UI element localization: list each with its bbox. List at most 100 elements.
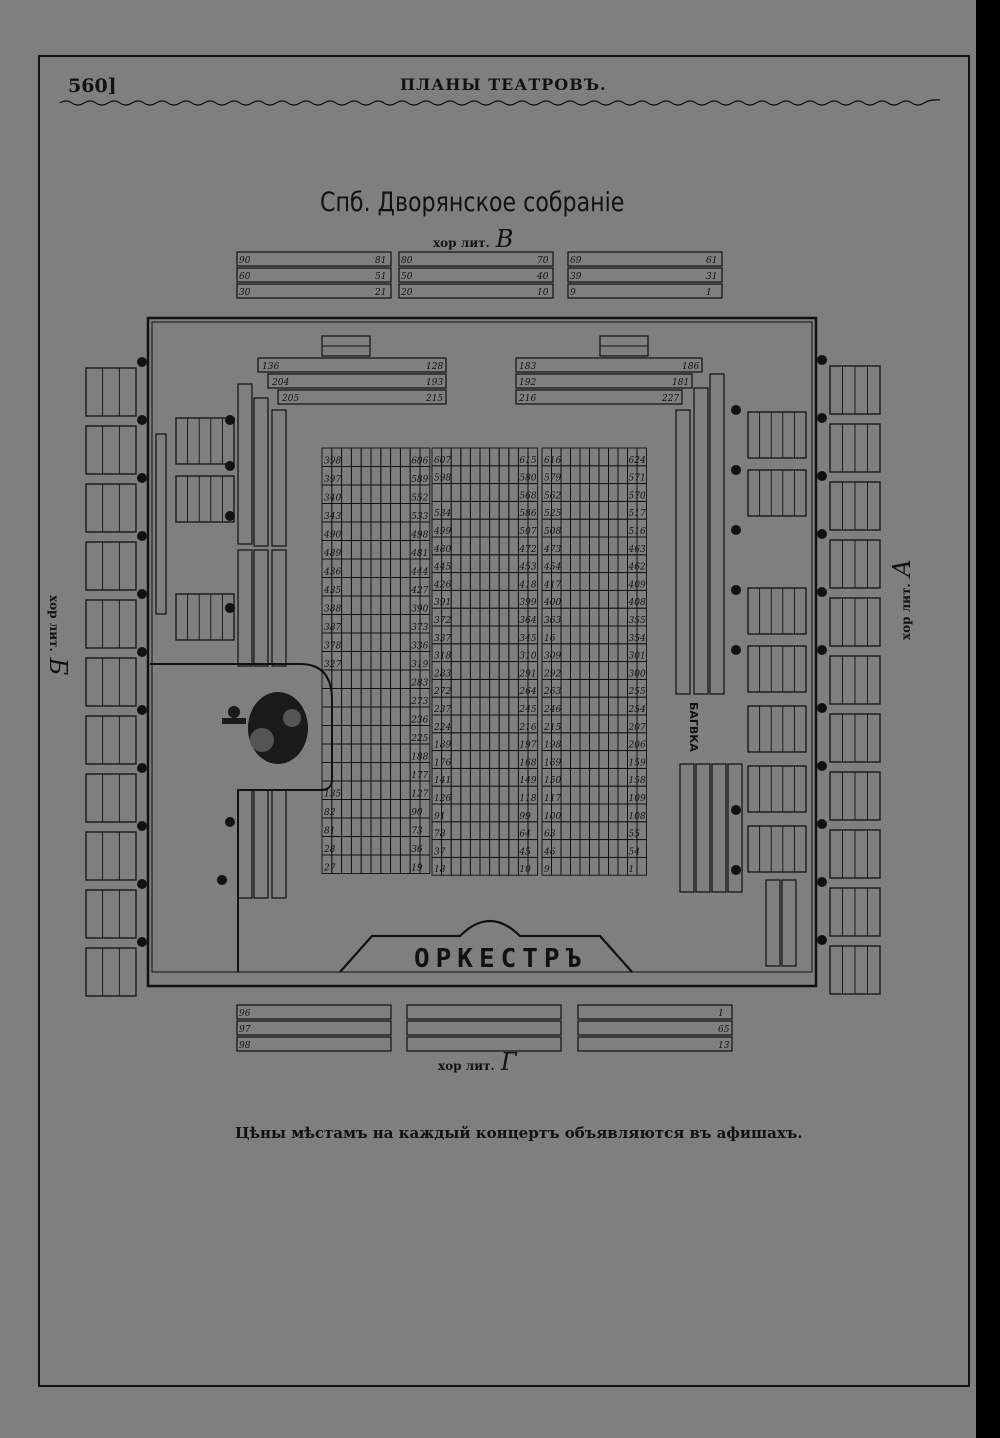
- seat: [479, 678, 491, 698]
- seat: [390, 447, 401, 467]
- seat: [399, 836, 411, 856]
- seat: [489, 518, 500, 538]
- seat: [508, 803, 519, 823]
- seat: [341, 540, 352, 560]
- choir-b-box: [85, 541, 137, 591]
- seat: [570, 856, 581, 876]
- seat: [479, 661, 491, 680]
- seat: [341, 447, 352, 467]
- seat: [360, 854, 372, 874]
- vertical-bench: [271, 409, 287, 547]
- row-start-number: 436: [323, 568, 341, 578]
- seat: [360, 780, 372, 800]
- seat: [598, 643, 609, 663]
- seat: [489, 483, 500, 502]
- seat: [617, 678, 628, 698]
- seat: [560, 536, 571, 556]
- seat: [608, 483, 619, 502]
- seat: [479, 696, 491, 716]
- bench-end-number: 1: [718, 1009, 724, 1019]
- seat: [450, 696, 462, 716]
- vertical-bench: [727, 763, 743, 893]
- row-end-number: 408: [628, 598, 646, 608]
- hall-inner-outline: [151, 321, 813, 973]
- row-start-number: 9: [544, 865, 550, 875]
- pillar-dot: [817, 587, 827, 597]
- vertical-bench: [237, 789, 253, 899]
- seat: [370, 577, 382, 597]
- seat: [380, 780, 392, 800]
- seat: [479, 554, 491, 574]
- seat: [469, 625, 481, 645]
- seat: [479, 803, 491, 823]
- seat: [380, 762, 392, 782]
- seat: [460, 500, 471, 520]
- seat: [380, 503, 392, 523]
- row-end-number: 188: [411, 753, 428, 763]
- row-end-number: 55: [629, 830, 641, 840]
- seat: [450, 643, 462, 663]
- seat: [350, 669, 362, 689]
- top-gallery-bench: [398, 251, 554, 267]
- row-end-number: 399: [519, 598, 536, 608]
- seat: [479, 732, 491, 752]
- seat: [341, 521, 352, 541]
- bench-end-number: 40: [536, 272, 549, 282]
- row-start-number: 28: [323, 845, 336, 855]
- seat: [380, 651, 392, 671]
- pillar-dot: [137, 357, 147, 367]
- seat: [579, 589, 590, 609]
- seat: [399, 540, 411, 560]
- seat: [636, 856, 647, 876]
- seat: [617, 714, 628, 734]
- vertical-bench: [679, 763, 695, 893]
- row-start-number: 283: [433, 669, 451, 679]
- seat: [551, 856, 562, 876]
- row-start-number: 363: [544, 616, 561, 626]
- pillar-dot: [817, 355, 827, 365]
- seat: [489, 643, 500, 663]
- choir-a-box: [829, 423, 881, 473]
- seat: [350, 762, 362, 782]
- seat: [399, 614, 411, 634]
- pillar-dot: [731, 465, 741, 475]
- seat: [570, 750, 581, 769]
- seat: [380, 632, 392, 652]
- seat: [390, 817, 401, 837]
- seat: [598, 536, 609, 556]
- seat: [579, 821, 590, 841]
- seat: [370, 484, 382, 504]
- vertical-bench: [765, 879, 781, 967]
- seat: [341, 725, 352, 745]
- row-end-number: 409: [628, 580, 646, 590]
- seat: [350, 521, 362, 541]
- seat: [489, 750, 500, 769]
- row-start-number: 246: [543, 705, 561, 715]
- seat: [589, 821, 600, 841]
- seat: [560, 803, 571, 823]
- seat: [617, 839, 628, 858]
- bench-end-number: 65: [718, 1025, 730, 1035]
- top-gallery-bench: [567, 267, 723, 283]
- seat: [489, 536, 500, 556]
- seat: [390, 706, 401, 726]
- seat: [498, 714, 510, 734]
- row-start-number: 473: [543, 545, 561, 555]
- row-end-number: 197: [519, 741, 536, 751]
- row-end-number: 19: [411, 864, 423, 874]
- seat: [579, 661, 590, 680]
- seat: [360, 688, 372, 708]
- seat: [360, 799, 372, 819]
- seat: [450, 856, 462, 876]
- seat: [380, 817, 392, 837]
- seat: [479, 518, 491, 538]
- row-end-number: 345: [519, 634, 536, 644]
- row-start-number: 445: [433, 563, 451, 573]
- seat: [450, 661, 462, 680]
- seat: [341, 614, 352, 634]
- choir-b-box: [85, 367, 137, 417]
- seat: [560, 554, 571, 574]
- seat: [370, 817, 382, 837]
- row-start-number: 562: [544, 491, 561, 501]
- choir-b-box: [85, 483, 137, 533]
